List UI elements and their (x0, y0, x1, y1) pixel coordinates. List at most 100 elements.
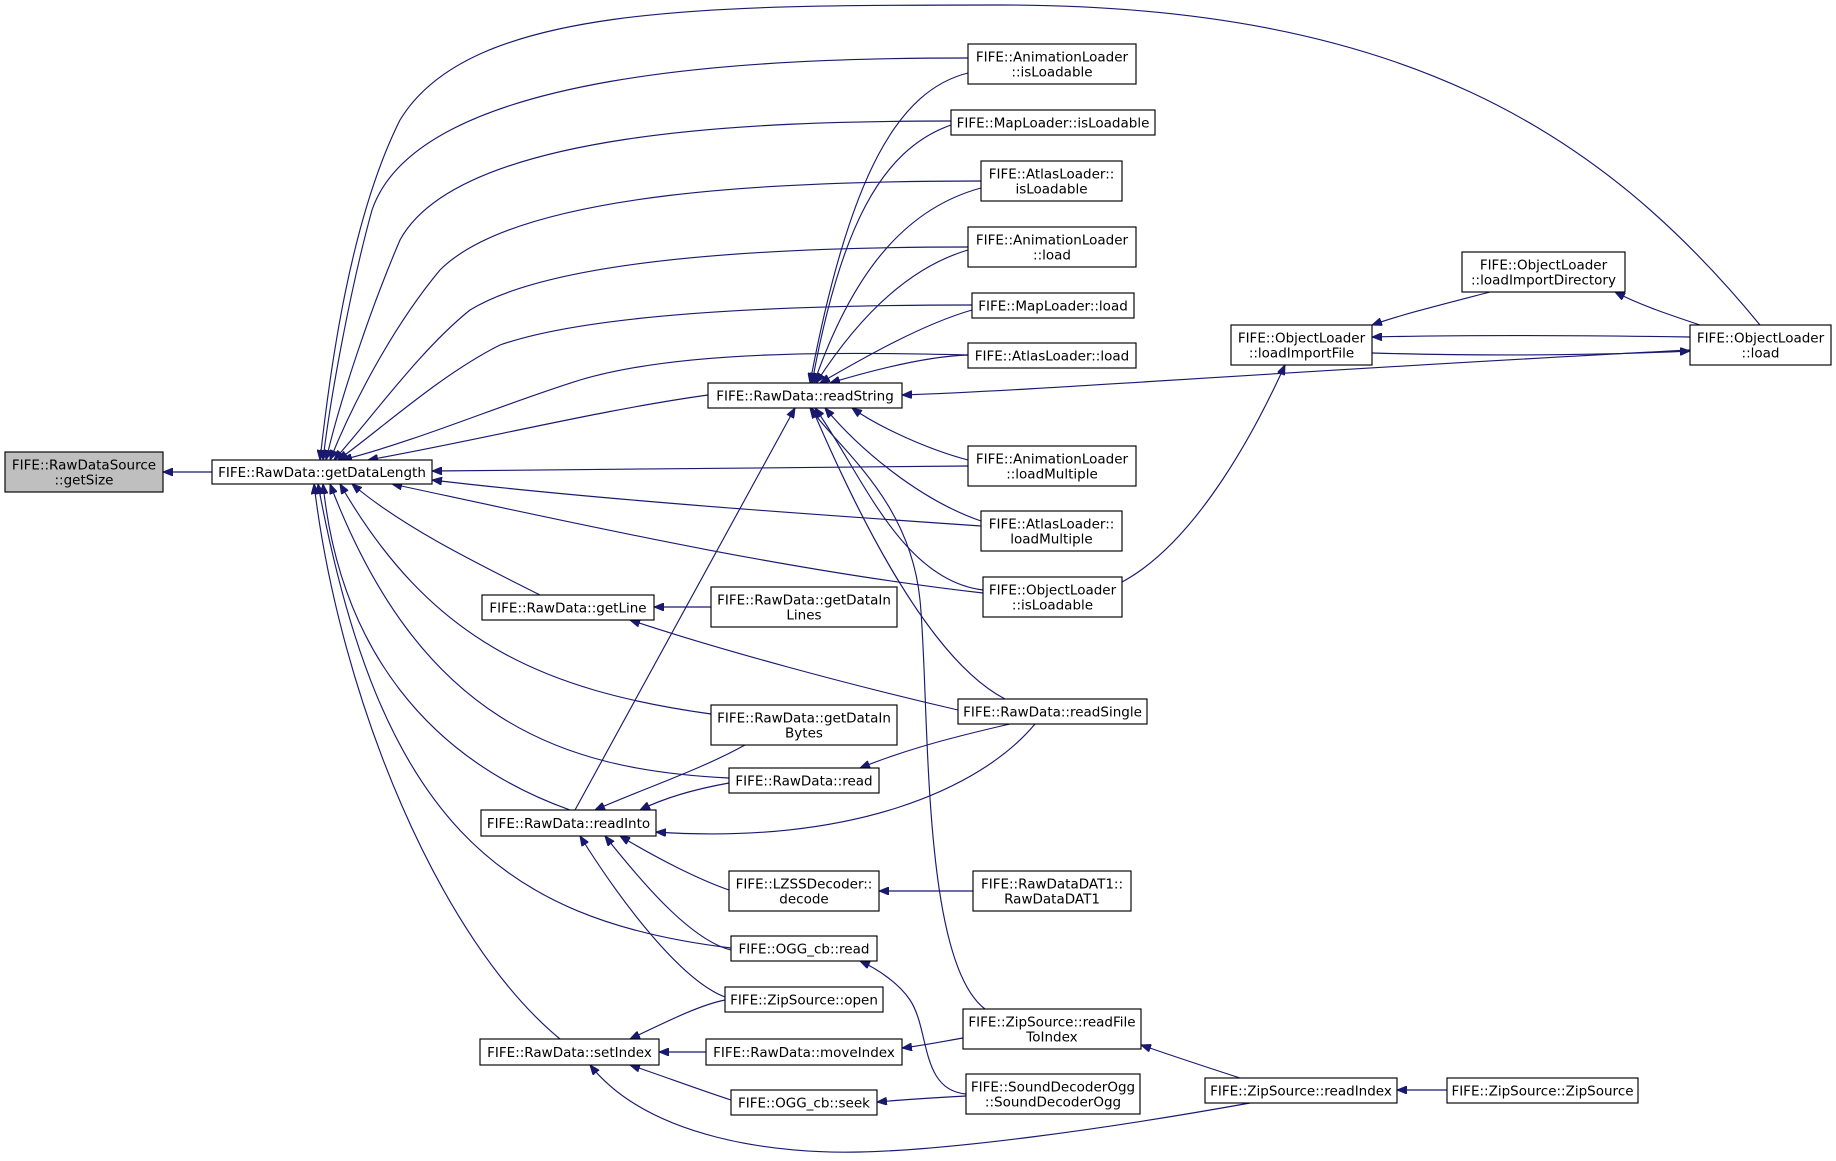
node-box (967, 445, 1137, 487)
node-label: ::getSize (55, 473, 114, 489)
edge-atlasLoad-to-readString (830, 354, 969, 383)
node-label: FIFE::AnimationLoader (976, 452, 1129, 468)
node-objLoadImportDir[interactable]: FIFE::ObjectLoader::loadImportDirectory (1461, 251, 1626, 293)
node-mapLoad[interactable]: FIFE::MapLoader::load (971, 292, 1135, 319)
edge-readInto-to-getDataLength (323, 484, 571, 811)
node-zipOpen[interactable]: FIFE::ZipSource::open (724, 986, 884, 1013)
node-box (730, 935, 878, 962)
node-label: FIFE::RawDataSource (12, 458, 156, 474)
node-label: FIFE::LZSSDecoder:: (736, 877, 873, 893)
edge-layer (163, 4, 1761, 1153)
node-box (950, 109, 1156, 136)
node-box (479, 1038, 660, 1066)
node-label: FIFE::RawData::getLine (489, 601, 646, 617)
node-label: FIFE::ZipSource::ZipSource (1451, 1084, 1633, 1100)
node-atlasLoad[interactable]: FIFE::AtlasLoader::load (967, 342, 1137, 369)
node-label: FIFE::AtlasLoader:: (989, 517, 1115, 533)
node-readString[interactable]: FIFE::RawData::readString (707, 382, 903, 409)
node-box (967, 226, 1137, 268)
node-setIndex[interactable]: FIFE::RawData::setIndex (479, 1038, 660, 1066)
node-rawDat1[interactable]: FIFE::RawDataDAT1::RawDataDAT1 (972, 870, 1132, 912)
edge-readIndex-to-setIndex (590, 1065, 1251, 1153)
node-label: FIFE::ZipSource::readIndex (1210, 1084, 1392, 1100)
edge-soundDecoder-to-oggRead (860, 961, 967, 1095)
node-soundDecoder[interactable]: FIFE::SoundDecoderOgg::SoundDecoderOgg (965, 1073, 1141, 1115)
node-atlasIsLoadable[interactable]: FIFE::AtlasLoader::isLoadable (980, 160, 1123, 202)
edge-getDataInBytes-to-readInto (595, 744, 746, 810)
node-label: FIFE::SoundDecoderOgg (971, 1080, 1135, 1096)
node-readIndex[interactable]: FIFE::ZipSource::readIndex (1204, 1077, 1398, 1104)
edge-zipOpen-to-readInto (580, 836, 726, 998)
edge-read-to-readInto (640, 782, 730, 810)
node-getDataLength[interactable]: FIFE::RawData::getDataLength (211, 459, 433, 485)
node-box (980, 510, 1123, 552)
edge-atlasLoad-to-getDataLength (342, 352, 969, 460)
node-readSingle[interactable]: FIFE::RawData::readSingle (957, 698, 1148, 725)
node-label: FIFE::RawData::readString (716, 389, 894, 405)
edge-soundDecoder-to-oggSeek (877, 1095, 967, 1102)
node-label: FIFE::ZipSource::readFile (968, 1015, 1135, 1031)
node-label: FIFE::RawData::readSingle (963, 705, 1142, 721)
node-readInto[interactable]: FIFE::RawData::readInto (480, 809, 657, 837)
node-objLoad[interactable]: FIFE::ObjectLoader::load (1689, 324, 1832, 366)
node-box (724, 986, 884, 1013)
node-label: ::SoundDecoderOgg (985, 1095, 1121, 1111)
edge-objIsLoadable-to-readString (815, 408, 984, 591)
node-box (1230, 324, 1373, 366)
node-oggRead[interactable]: FIFE::OGG_cb::read (730, 935, 878, 962)
node-objIsLoadable[interactable]: FIFE::ObjectLoader::isLoadable (982, 576, 1123, 618)
edge-animLoad-to-getDataLength (334, 246, 969, 460)
edge-readSingle-to-getLine (630, 620, 959, 711)
node-lzss[interactable]: FIFE::LZSSDecoder::decode (728, 870, 880, 912)
node-zipSource[interactable]: FIFE::ZipSource::ZipSource (1446, 1077, 1639, 1104)
node-animLoad[interactable]: FIFE::AnimationLoader::load (967, 226, 1137, 268)
node-label: ::loadImportFile (1249, 346, 1354, 362)
node-getLine[interactable]: FIFE::RawData::getLine (481, 594, 655, 621)
edge-oggSeek-to-setIndex (630, 1065, 732, 1101)
edge-readFileToIndex-to-moveIndex (902, 1037, 964, 1048)
node-label: decode (779, 892, 828, 908)
edge-oggRead-to-getDataLength (318, 484, 732, 949)
edge-oggRead-to-readInto (605, 836, 732, 951)
node-box (710, 586, 898, 628)
node-label: FIFE::ZipSource::open (730, 993, 878, 1009)
node-animIsLoadable[interactable]: FIFE::AnimationLoader::isLoadable (967, 43, 1137, 85)
node-read[interactable]: FIFE::RawData::read (728, 767, 880, 794)
node-label: FIFE::MapLoader::isLoadable (957, 116, 1150, 132)
node-label: RawDataDAT1 (1004, 892, 1100, 908)
node-label: FIFE::OGG_cb::read (739, 942, 870, 958)
node-box (705, 1038, 903, 1066)
node-box (982, 576, 1123, 618)
edge-read-to-getDataLength (330, 484, 730, 779)
node-label: FIFE::AnimationLoader (976, 50, 1129, 66)
node-label: FIFE::RawData::getDataIn (717, 593, 891, 609)
node-box (1461, 251, 1626, 293)
node-box (481, 594, 655, 621)
node-animLoadMultiple[interactable]: FIFE::AnimationLoader::loadMultiple (967, 445, 1137, 487)
node-atlasLoadMultiple[interactable]: FIFE::AtlasLoader::loadMultiple (980, 510, 1123, 552)
node-label: FIFE::OGG_cb::seek (738, 1096, 870, 1112)
node-label: ::load (1742, 346, 1780, 362)
edge-readFileToIndex-to-readString (810, 408, 986, 1010)
node-objLoadImportFile[interactable]: FIFE::ObjectLoader::loadImportFile (1230, 324, 1373, 366)
edge-readSingle-to-readString (812, 408, 1006, 700)
edge-objLoadImportFile-to-objLoad (1371, 351, 1690, 356)
node-mapIsLoadable[interactable]: FIFE::MapLoader::isLoadable (950, 109, 1156, 136)
node-moveIndex[interactable]: FIFE::RawData::moveIndex (705, 1038, 903, 1066)
node-box (957, 698, 1148, 725)
edge-readIndex-to-readFileToIndex (1141, 1045, 1241, 1079)
node-box (1689, 324, 1832, 366)
node-label: FIFE::RawData::moveIndex (713, 1045, 895, 1061)
node-label: ToIndex (1025, 1030, 1077, 1046)
node-getSize[interactable]: FIFE::RawDataSource::getSize (4, 451, 164, 493)
edge-zipOpen-to-setIndex (630, 999, 726, 1039)
node-label: ::loadImportDirectory (1471, 273, 1616, 289)
node-label: ::isLoadable (1011, 65, 1092, 81)
edge-setIndex-to-getDataLength (314, 484, 561, 1040)
node-box (965, 1073, 1141, 1115)
node-oggSeek[interactable]: FIFE::OGG_cb::seek (730, 1089, 878, 1116)
edge-atlasIsLoadable-to-readString (814, 187, 982, 383)
